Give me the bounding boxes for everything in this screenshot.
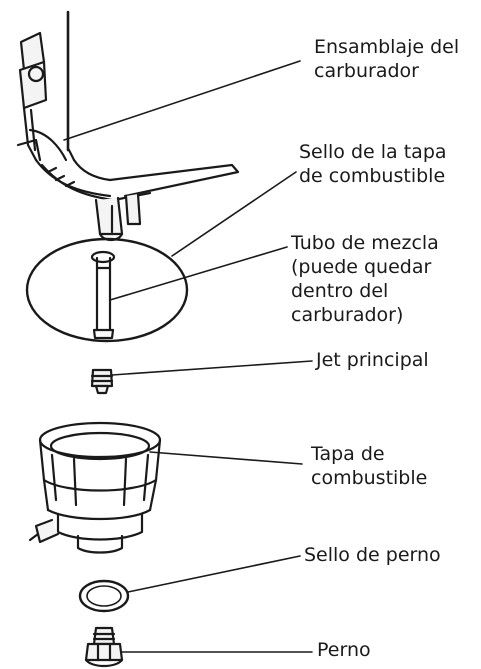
label-line: combustible (311, 467, 428, 489)
bolt-seal-part (78, 579, 130, 613)
label-bolt-seal: Sello de perno (304, 543, 441, 567)
label-line: carburador) (291, 304, 404, 326)
label-line: de combustible (299, 165, 446, 187)
label-bolt: Perno (317, 638, 371, 662)
leader-line-tubo (109, 246, 288, 301)
label-fuel-cap-seal: Sello de la tapa de combustible (299, 140, 447, 188)
bolt-part (84, 626, 124, 668)
label-line: Jet principal (316, 349, 429, 371)
carburetor-assembly-part (16, 10, 240, 242)
mixing-tube-part (90, 250, 116, 340)
label-line: Ensamblaje del (314, 36, 460, 58)
label-line: Sello de la tapa (299, 141, 447, 163)
label-line: dentro del (291, 280, 389, 302)
label-mixing-tube: Tubo de mezcla (puede quedar dentro del … (291, 231, 439, 327)
label-line: Perno (317, 639, 371, 661)
fuel-cap-part (28, 421, 162, 554)
fuel-cap-seal-part (25, 237, 189, 343)
label-main-jet: Jet principal (316, 348, 429, 372)
leader-line-ensamblaje (63, 60, 301, 141)
leader-line-tapa (149, 451, 303, 465)
label-line: Tapa de (311, 443, 385, 465)
label-line: carburador (314, 60, 419, 82)
leader-line-jet (111, 360, 313, 376)
leader-line-sello-perno (127, 555, 301, 593)
label-line: Sello de perno (304, 544, 441, 566)
leader-line-sello-tapa (171, 171, 297, 257)
main-jet-part (90, 368, 114, 395)
label-line: Tubo de mezcla (291, 232, 439, 254)
label-fuel-cap: Tapa de combustible (311, 442, 427, 490)
label-carburetor-assembly: Ensamblaje del carburador (314, 35, 459, 83)
label-line: (puede quedar (291, 256, 432, 278)
